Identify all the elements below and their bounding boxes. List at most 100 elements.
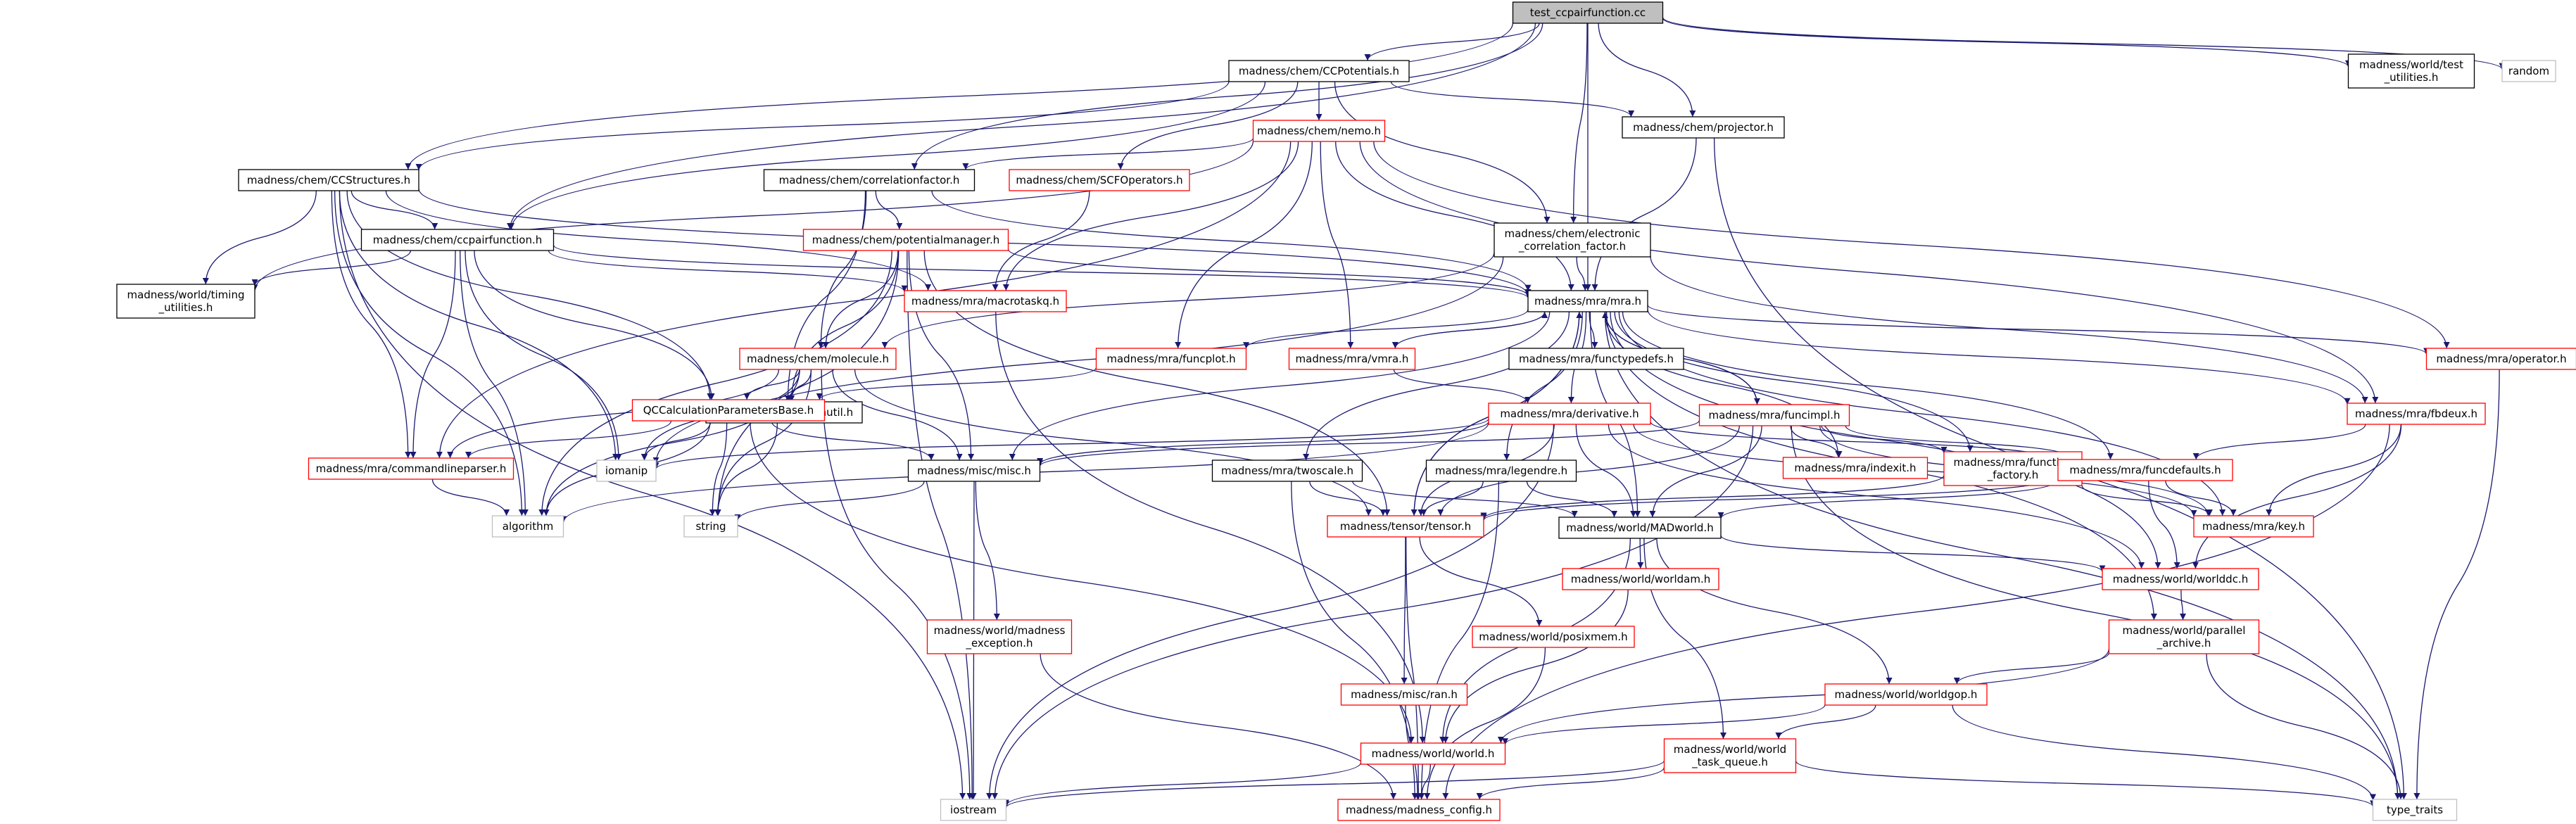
node-box <box>1009 169 1190 191</box>
edge-fbdeux-to-config <box>1442 424 2390 800</box>
node-nemo[interactable]: madness/chem/nemo.h <box>1252 120 1386 142</box>
node-label: madness/mra/mra.h <box>1534 295 1641 308</box>
node-label: madness/chem/molecule.h <box>747 353 889 365</box>
node-label: madness/mra/function <box>1953 456 2072 469</box>
node-label: QCCalculationParametersBase.h <box>643 404 814 417</box>
node-ccpot[interactable]: madness/chem/CCPotentials.h <box>1228 60 1410 82</box>
node-config[interactable]: madness/madness_config.h <box>1337 799 1501 821</box>
node-mra[interactable]: madness/mra/mra.h <box>1527 290 1648 312</box>
edge-potman-to-miscmisc <box>908 250 975 461</box>
edge-derivative-to-iomanip <box>652 418 1489 469</box>
edge-funcdefaults-to-key <box>2165 480 2237 516</box>
node-twoscale[interactable]: madness/mra/twoscale.h <box>1211 459 1363 482</box>
node-ran[interactable]: madness/misc/ran.h <box>1340 683 1468 706</box>
edge-nemo-to-timing <box>251 141 1254 291</box>
node-ccpair[interactable]: madness/chem/ccpairfunction.h <box>360 229 555 251</box>
node-projector[interactable]: madness/chem/projector.h <box>1622 116 1785 139</box>
node-miscmisc[interactable]: madness/misc/misc.h <box>907 459 1041 482</box>
node-box <box>1340 683 1468 706</box>
node-qccalc[interactable]: QCCalculationParametersBase.h <box>631 399 826 421</box>
node-algorithm: algorithm <box>491 515 564 538</box>
node-box <box>1622 116 1785 139</box>
node-worldam[interactable]: madness/world/worldam.h <box>1562 568 1719 590</box>
edge-fbdeux-to-funcdefaults <box>2192 424 2366 460</box>
node-root[interactable]: test_ccpairfunction.cc <box>1512 1 1664 24</box>
node-indexit[interactable]: madness/mra/indexit.h <box>1782 457 1928 479</box>
node-label: type_traits <box>2387 804 2443 817</box>
node-parallel[interactable]: madness/world/parallel_archive.h <box>2108 619 2260 654</box>
node-scfop[interactable]: madness/chem/SCFOperators.h <box>1009 169 1190 191</box>
node-label: madness/chem/potentialmanager.h <box>812 234 999 246</box>
node-madworld[interactable]: madness/world/MADworld.h <box>1558 516 1722 539</box>
node-label: madness/misc/ran.h <box>1351 688 1458 701</box>
node-label: madness/misc/misc.h <box>917 464 1031 477</box>
edge-corrfac-to-potman <box>875 190 903 230</box>
node-corrfac[interactable]: madness/chem/correlationfactor.h <box>763 169 976 191</box>
node-label: madness/mra/funcimpl.h <box>1708 409 1840 421</box>
edge-nemo-to-operator <box>1373 141 2450 349</box>
node-key[interactable]: madness/mra/key.h <box>2193 515 2314 538</box>
node-fbdeux[interactable]: madness/mra/fbdeux.h <box>2347 403 2486 425</box>
edge-root-to-ccpot <box>1364 23 1540 61</box>
edge-qccalc-to-iomanip <box>640 420 712 461</box>
edge-nemo-to-cmdline <box>436 141 1292 459</box>
edge-ccpot-to-projector <box>1390 81 1635 118</box>
node-box <box>116 284 255 319</box>
node-molecule[interactable]: madness/chem/molecule.h <box>739 348 897 370</box>
node-legendre[interactable]: madness/mra/legendre.h <box>1425 459 1577 482</box>
node-label: madness/world/madness <box>934 624 1066 637</box>
node-worldgop[interactable]: madness/world/worldgop.h <box>1824 683 1988 706</box>
edge-worldgop-to-world <box>1502 704 1826 745</box>
edge-root-to-wtest <box>1662 18 2351 67</box>
node-box <box>360 229 555 251</box>
node-label: madness/chem/projector.h <box>1633 121 1774 134</box>
node-macrotask[interactable]: madness/mra/macrotaskq.h <box>904 290 1067 312</box>
node-elec[interactable]: madness/chem/electronic_correlation_fact… <box>1494 222 1651 258</box>
edge-elec-to-fbdeux <box>1650 255 2368 404</box>
node-box <box>904 290 1067 312</box>
edge-molecule-to-algorithm <box>543 369 800 516</box>
node-madexc[interactable]: madness/world/madness_exception.h <box>926 619 1073 654</box>
node-box <box>1288 348 1416 370</box>
node-tensor[interactable]: madness/tensor/tensor.h <box>1327 515 1484 538</box>
node-cmdline[interactable]: madness/mra/commandlineparser.h <box>308 457 514 480</box>
node-derivative[interactable]: madness/mra/derivative.h <box>1488 403 1651 425</box>
node-worlddc[interactable]: madness/world/worlddc.h <box>2102 568 2259 590</box>
node-functypedefs[interactable]: madness/mra/functypedefs.h <box>1508 348 1684 370</box>
node-wtest[interactable]: madness/world/test_utilities.h <box>2347 53 2475 89</box>
node-potman[interactable]: madness/chem/potentialmanager.h <box>802 229 1009 251</box>
node-box <box>1558 516 1722 539</box>
node-funcplot[interactable]: madness/mra/funcplot.h <box>1095 348 1247 370</box>
edge-legendre-to-config <box>1418 481 1500 800</box>
edge-fbdeux-to-key <box>2266 424 2401 516</box>
node-label: madness/mra/functypedefs.h <box>1519 353 1674 365</box>
edge-potman-to-iostream <box>907 250 976 800</box>
node-label: iomanip <box>605 464 648 477</box>
node-vmra[interactable]: madness/mra/vmra.h <box>1288 348 1416 370</box>
edge-root-to-elec <box>1570 23 1588 224</box>
node-funcimpl[interactable]: madness/mra/funcimpl.h <box>1698 404 1850 426</box>
edge-molecule-to-atomutil <box>788 369 812 403</box>
node-box <box>739 348 897 370</box>
edge-derivative-to-miscmisc <box>1037 421 1489 465</box>
node-world[interactable]: madness/world/world.h <box>1360 742 1506 765</box>
edge-funcimpl-to-funcfactory <box>1821 425 1947 454</box>
edges-layer <box>202 17 2506 808</box>
nodes-layer: test_ccpairfunction.cc madness/chem/CCPot… <box>116 1 2576 821</box>
node-box <box>1228 60 1410 82</box>
node-box <box>907 459 1041 482</box>
node-box <box>1425 459 1577 482</box>
edge-elec-to-iomanip <box>652 256 1504 464</box>
node-operator[interactable]: madness/mra/operator.h <box>2425 348 2576 370</box>
node-iostream: iostream <box>940 799 1007 821</box>
node-label: madness/mra/key.h <box>2202 520 2305 533</box>
edge-worldgop-to-taskqueue <box>1775 704 1876 740</box>
node-ccstruct[interactable]: madness/chem/CCStructures.h <box>238 169 419 191</box>
node-posixmem[interactable]: madness/world/posixmem.h <box>1472 626 1635 648</box>
edge-madworld-to-worldam <box>1637 538 1644 569</box>
node-funcdefaults[interactable]: madness/mra/funcdefaults.h <box>2057 459 2233 481</box>
edge-funcimpl-to-miscmisc <box>1037 420 1700 467</box>
node-timing[interactable]: madness/world/timing_utilities.h <box>116 284 255 319</box>
node-taskqueue[interactable]: madness/world/world_task_queue.h <box>1663 738 1797 773</box>
node-box <box>1360 742 1506 765</box>
